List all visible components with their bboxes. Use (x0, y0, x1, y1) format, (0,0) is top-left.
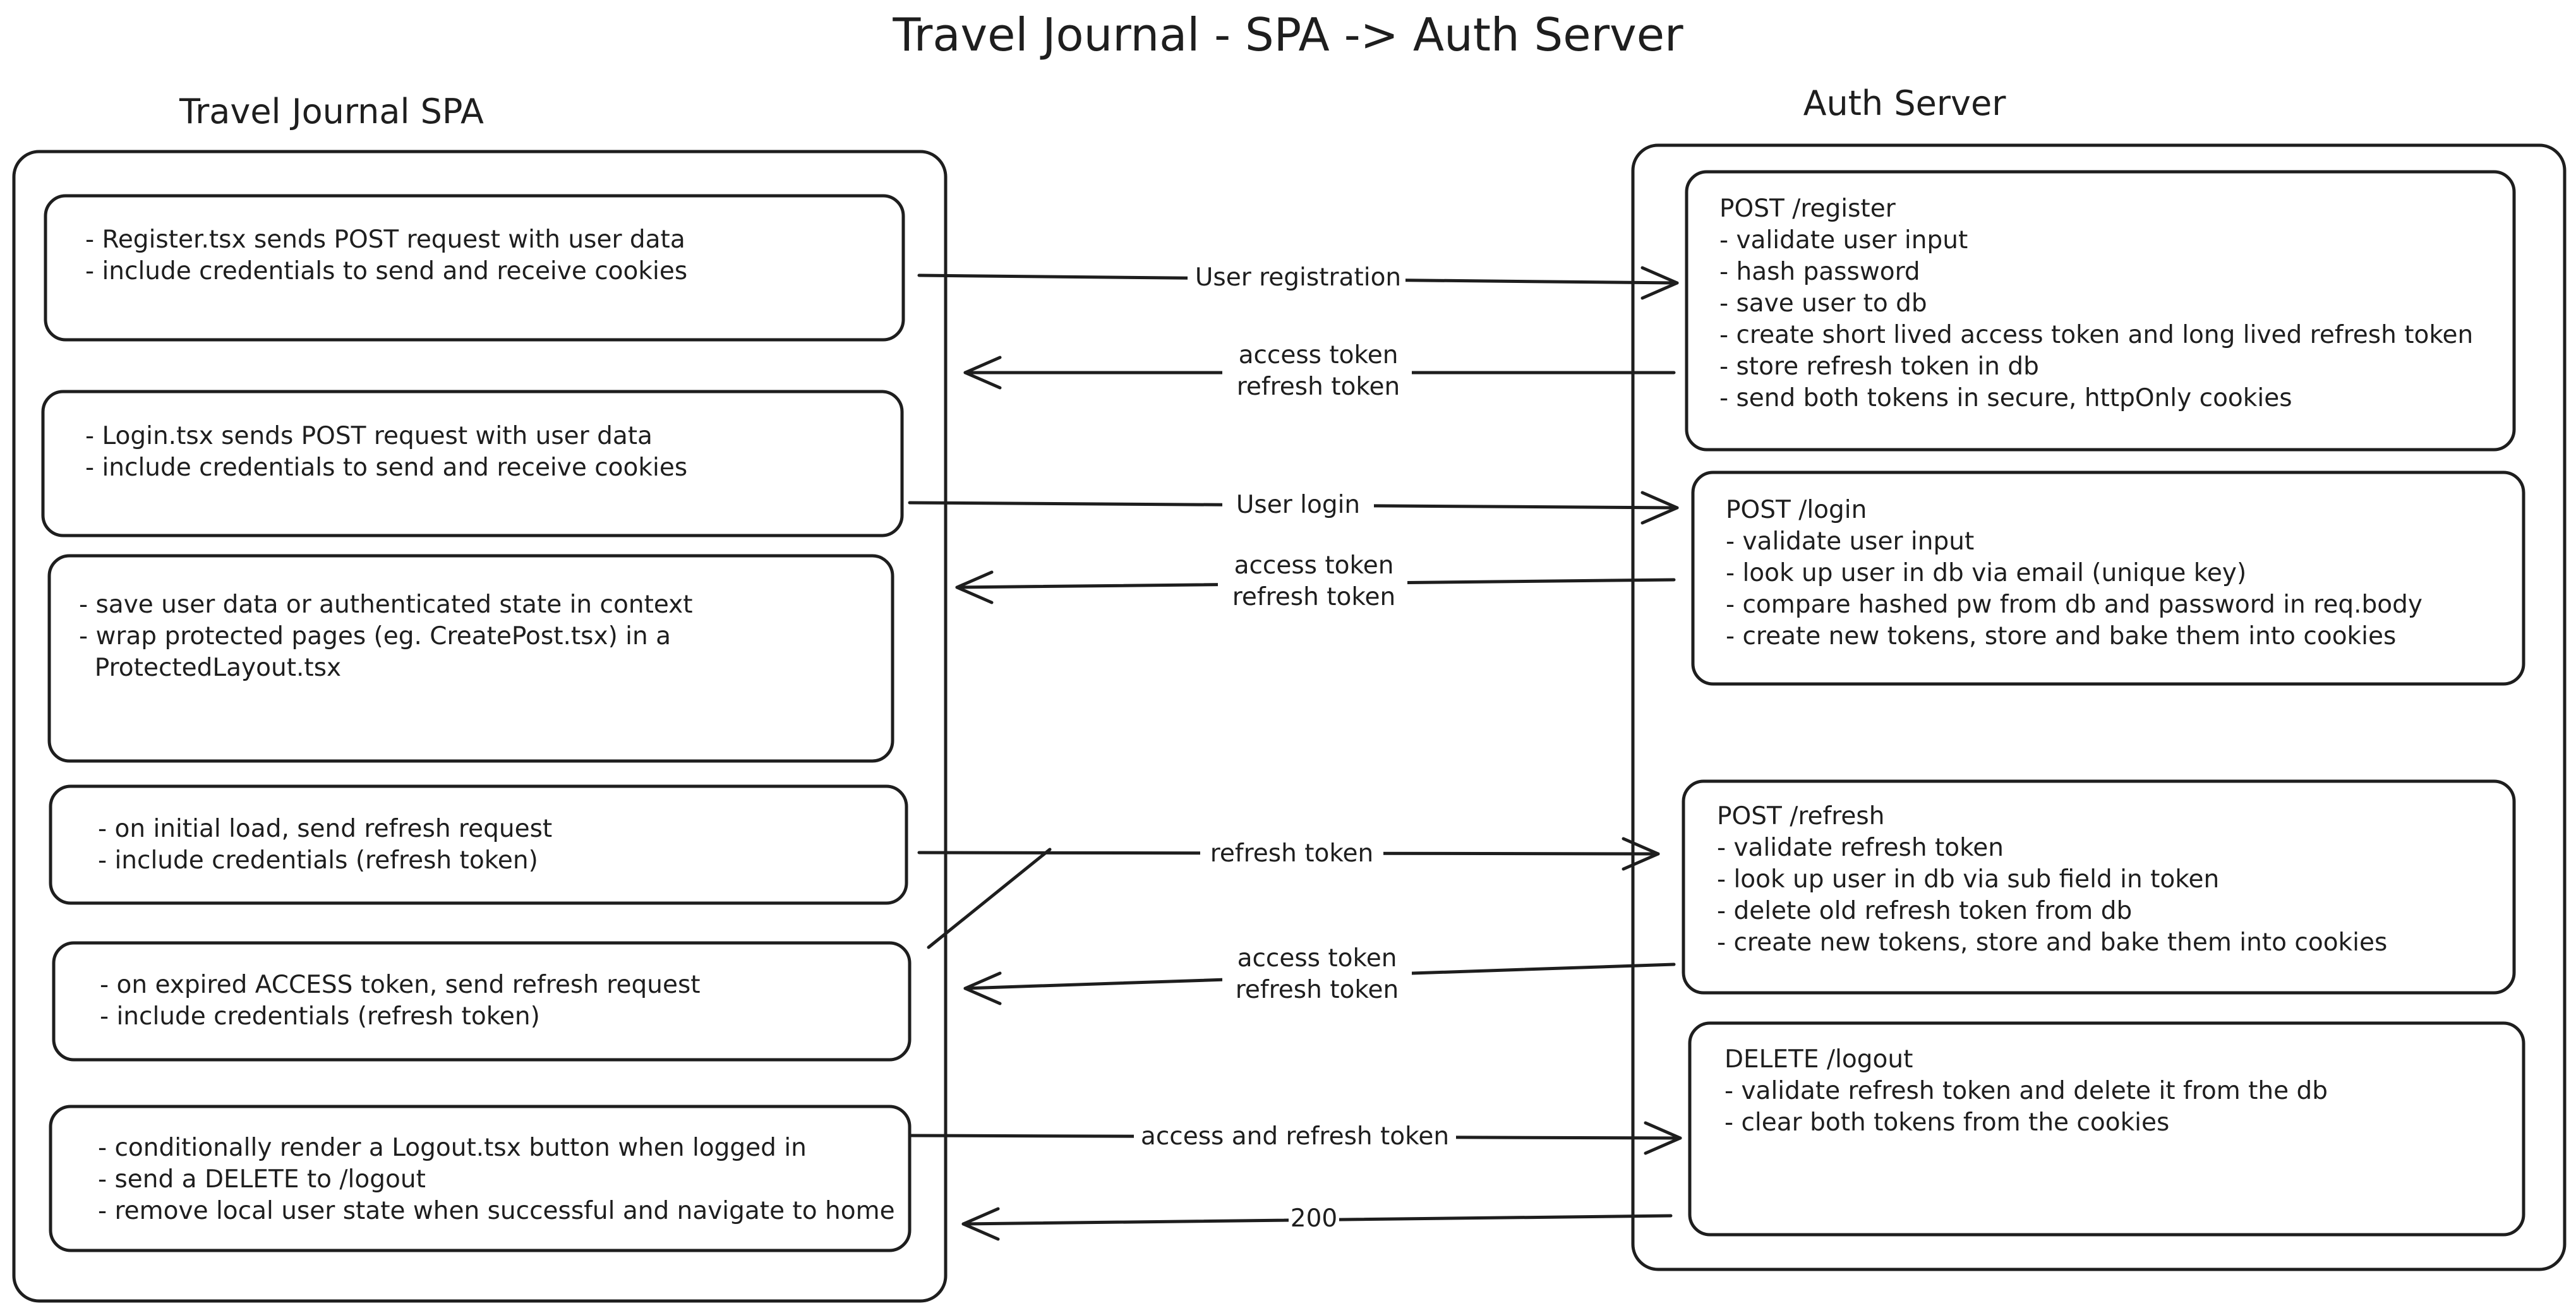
server-box-line: - validate refresh token (1717, 834, 2004, 862)
server-box-line: POST /login (1726, 496, 1867, 524)
arrow-label: access and refresh token (1141, 1122, 1449, 1151)
arrow-label-line: refresh token (1236, 976, 1399, 1004)
server-box-line: - send both tokens in secure, httpOnly c… (1719, 384, 2292, 412)
server-box-line: - delete old refresh token from db (1717, 897, 2132, 925)
spa-box-line: - on expired ACCESS token, send refresh … (100, 971, 701, 999)
server-box-line: - compare hashed pw from db and password… (1726, 591, 2423, 619)
server-container (1631, 143, 2567, 1271)
spa-box-line: - include credentials to send and receiv… (85, 453, 687, 482)
server-box-logout: DELETE /logout - validate refresh token … (1688, 1021, 2525, 1237)
spa-box-logout: - conditionally render a Logout.tsx butt… (49, 1105, 912, 1252)
server-box-line: - save user to db (1719, 289, 1927, 318)
server-box-line: - create new tokens, store and bake them… (1726, 622, 2396, 651)
arrow-connector (927, 848, 1052, 949)
spa-box-line: - include credentials (refresh token) (98, 846, 538, 875)
server-box-line: - hash password (1719, 258, 1920, 286)
arrow-label: refresh token (1210, 839, 1374, 868)
spa-box-line: - Register.tsx sends POST request with u… (85, 225, 685, 254)
server-box-line: - create new tokens, store and bake them… (1717, 928, 2387, 957)
spa-box-line: ProtectedLayout.tsx (79, 654, 341, 682)
server-box-line: - create short lived access token and lo… (1719, 321, 2473, 349)
spa-box-expired-refresh: - on expired ACCESS token, send refresh … (52, 941, 912, 1062)
server-box-refresh: POST /refresh - validate refresh token -… (1682, 779, 2516, 995)
server-box-line: - look up user in db via sub field in to… (1717, 865, 2219, 894)
spa-box-line: - include credentials (refresh token) (100, 1002, 540, 1031)
server-box-line: - validate refresh token and delete it f… (1724, 1077, 2328, 1105)
spa-box-initial-refresh: - on initial load, send refresh request … (49, 784, 908, 905)
diagram-title: Travel Journal - SPA -> Auth Server (892, 8, 1683, 61)
server-box-line: - clear both tokens from the cookies (1724, 1108, 2169, 1137)
arrow-user-login: User login (908, 489, 1679, 525)
server-box-line: POST /register (1719, 195, 1896, 223)
arrow-label-line: refresh token (1237, 373, 1400, 401)
server-box-line: - look up user in db via email (unique k… (1726, 559, 2246, 587)
spa-box-line: - remove local user state when successfu… (98, 1197, 895, 1225)
spa-container (12, 150, 948, 1303)
arrow-label-line: refresh token (1232, 583, 1396, 611)
spa-box-line: - wrap protected pages (eg. CreatePost.t… (79, 622, 671, 651)
spa-box-register: - Register.tsx sends POST request with u… (44, 194, 905, 342)
arrow-label-line: access token (1234, 551, 1394, 580)
arrow-refresh-tokens-back: access token refresh token (963, 941, 1676, 1007)
server-box-register: POST /register - validate user input - h… (1685, 170, 2516, 452)
spa-box-line: - include credentials to send and receiv… (85, 257, 687, 285)
arrow-user-registration: User registration (917, 262, 1679, 300)
arrow-label-line: access token (1239, 341, 1399, 369)
arrow-label: User registration (1195, 263, 1401, 292)
server-box-line: POST /refresh (1717, 802, 1884, 830)
server-box-line: - store refresh token in db (1719, 352, 2039, 381)
arrow-label-line: access token (1237, 944, 1397, 973)
spa-box-line: - send a DELETE to /logout (98, 1165, 426, 1194)
server-box-line: - validate user input (1726, 527, 1974, 556)
spa-box-line: - on initial load, send refresh request (98, 815, 552, 843)
arrow-label: 200 (1291, 1204, 1337, 1233)
spa-box-login: - Login.tsx sends POST request with user… (41, 390, 904, 537)
spa-box-context: - save user data or authenticated state … (47, 554, 894, 763)
spa-heading: Travel Journal SPA (179, 92, 484, 131)
server-box-line: - validate user input (1719, 226, 1968, 255)
server-box-login: POST /login - validate user input - look… (1691, 471, 2525, 686)
spa-box-line: - save user data or authenticated state … (79, 591, 693, 619)
arrow-label: User login (1236, 491, 1360, 519)
arrow-refresh-token: refresh token (917, 837, 1660, 949)
arrow-logout-response: 200 (961, 1203, 1673, 1241)
spa-box-line: - conditionally render a Logout.tsx butt… (98, 1134, 807, 1162)
spa-box-line: - Login.tsx sends POST request with user… (85, 422, 653, 450)
arrow-login-tokens: access token refresh token (955, 551, 1676, 614)
arrow-logout-request: access and refresh token (908, 1121, 1682, 1155)
server-heading: Auth Server (1803, 83, 2007, 123)
server-box-line: DELETE /logout (1724, 1045, 1913, 1074)
arrow-register-tokens: access token refresh token (963, 341, 1676, 404)
